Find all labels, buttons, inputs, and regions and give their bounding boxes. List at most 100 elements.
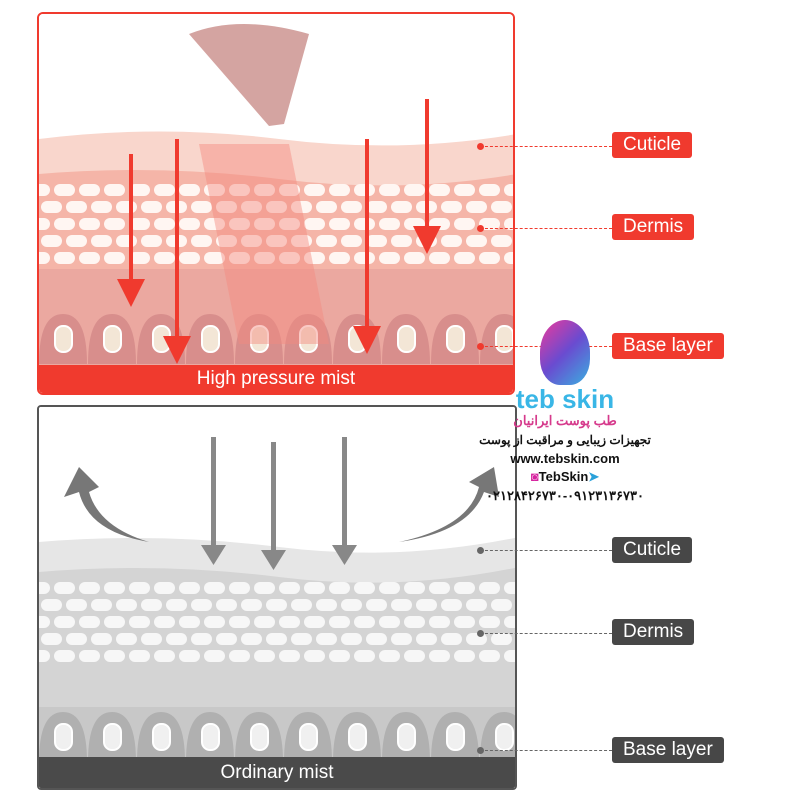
skin-cell (154, 252, 175, 264)
brand-name: teb skin (515, 384, 615, 414)
skin-cell (104, 184, 125, 196)
skin-cell (354, 252, 375, 264)
skin-cell (329, 184, 350, 196)
skin-cell (39, 582, 50, 594)
skin-cell (354, 184, 375, 196)
skin-cell (479, 252, 500, 264)
skin-cell (391, 201, 412, 213)
skin-cell (504, 184, 513, 196)
skin-cell (54, 184, 75, 196)
skin-cell (279, 218, 300, 230)
skin-cell (454, 184, 475, 196)
skin-cell (366, 633, 387, 645)
skin-cell (91, 201, 112, 213)
skin-cell (354, 616, 375, 628)
skin-cell (379, 252, 400, 264)
skin-cell (116, 235, 137, 247)
nucleus (446, 723, 465, 751)
skin-cell (216, 599, 237, 611)
skin-cell (179, 650, 200, 662)
skin-cell (91, 633, 112, 645)
nucleus (152, 723, 171, 751)
skin-cell (104, 616, 125, 628)
skin-cell (54, 616, 75, 628)
skin-cell (216, 235, 237, 247)
skin-cell (229, 616, 250, 628)
skin-cell (516, 633, 517, 645)
skin-cell (204, 616, 225, 628)
skin-cell (379, 616, 400, 628)
skin-diagram-ordinary (39, 407, 517, 788)
skin-cell (416, 599, 437, 611)
skin-cell (129, 582, 150, 594)
skin-cell (266, 599, 287, 611)
skin-cell (41, 235, 62, 247)
skin-cell (379, 184, 400, 196)
skin-cell (504, 252, 513, 264)
skin-cell (279, 650, 300, 662)
skin-cell (141, 201, 162, 213)
arrow-deflect-left (64, 467, 149, 542)
skin-cell (429, 582, 450, 594)
skin-cell (216, 633, 237, 645)
skin-cell (79, 582, 100, 594)
skin-cell (154, 582, 175, 594)
skin-cell (341, 235, 362, 247)
skin-cell (354, 650, 375, 662)
skin-cell (479, 582, 500, 594)
skin-cell (479, 650, 500, 662)
skin-cell (104, 218, 125, 230)
skin-cell (39, 184, 50, 196)
skin-cell (441, 201, 462, 213)
skin-cell (241, 201, 262, 213)
airbrush-device (189, 24, 309, 126)
skin-cell (441, 599, 462, 611)
skin-cell (454, 218, 475, 230)
skin-cell (304, 184, 325, 196)
caption-ordinary: Ordinary mist (39, 757, 515, 788)
skin-cell (429, 616, 450, 628)
skin-cell (266, 235, 287, 247)
skin-cell (129, 252, 150, 264)
nucleus (299, 723, 318, 751)
skin-cell (266, 633, 287, 645)
skin-cell (504, 582, 515, 594)
nucleus (348, 723, 367, 751)
skin-cell (229, 184, 250, 196)
nucleus (397, 325, 416, 353)
skin-cell (241, 633, 262, 645)
skin-cell (304, 582, 325, 594)
skin-cell (79, 616, 100, 628)
skin-cell (466, 201, 487, 213)
skin-cell (279, 252, 300, 264)
skin-cell (66, 201, 87, 213)
skin-cell (91, 235, 112, 247)
skin-cell (304, 650, 325, 662)
skin-cell (404, 650, 425, 662)
nucleus (103, 723, 122, 751)
skin-cell (54, 650, 75, 662)
skin-cell (304, 252, 325, 264)
skin-cell (454, 252, 475, 264)
nucleus (250, 723, 269, 751)
skin-cell (129, 616, 150, 628)
arrows-down (117, 99, 441, 364)
skin-cell (104, 252, 125, 264)
skin-cell (454, 616, 475, 628)
skin-cell (429, 184, 450, 196)
skin-cell (354, 218, 375, 230)
skin-cell (66, 235, 87, 247)
skin-cell (79, 650, 100, 662)
skin-cell (491, 599, 512, 611)
skin-cell (54, 582, 75, 594)
skin-cell (429, 650, 450, 662)
skin-cell (141, 599, 162, 611)
skin-cell (229, 650, 250, 662)
skin-cell (191, 235, 212, 247)
skin-cell (229, 252, 250, 264)
skin-cell (366, 235, 387, 247)
skin-cell (266, 201, 287, 213)
tebskin-logo-icon (540, 320, 590, 385)
skin-cell (304, 616, 325, 628)
skin-cell (39, 218, 50, 230)
